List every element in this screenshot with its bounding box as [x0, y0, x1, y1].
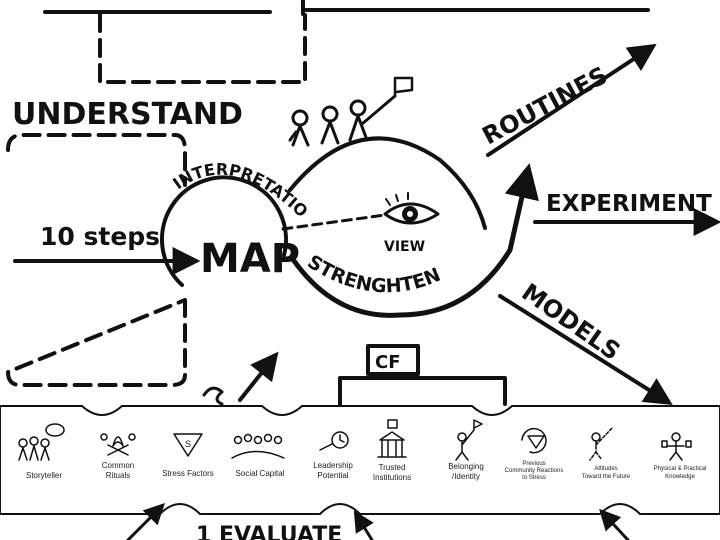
- routines-label: ROUTINES: [478, 61, 612, 150]
- partial-letter-s: [202, 386, 224, 406]
- cf-label: CF: [375, 352, 401, 373]
- evaluate-arrow-left: [126, 503, 165, 540]
- routines-arrow: [486, 43, 657, 157]
- leader-clock-icon: [319, 431, 349, 451]
- common-rituals-label-1: Common: [102, 461, 134, 470]
- map-circle: [160, 175, 288, 287]
- strip-labels: Storyteller Common Rituals Stress Factor…: [26, 461, 706, 482]
- storyteller-label: Storyteller: [26, 471, 62, 480]
- physical-label-2: Knowledge: [665, 474, 695, 480]
- lower-arc: [289, 163, 539, 318]
- belonging-label-1: Belonging: [448, 462, 484, 471]
- trusted-label-1: Trusted: [379, 463, 406, 472]
- top-frame: [43, 0, 650, 84]
- physical-label-1: Physical & Practical: [654, 466, 707, 472]
- cycle-icon: [521, 427, 547, 454]
- attitudes-label-2: Toward the Future: [582, 474, 631, 480]
- trusted-label-2: Institutions: [373, 473, 411, 482]
- evaluate-label: 1 EVALUATE: [196, 523, 342, 540]
- leadership-label-2: Potential: [317, 471, 348, 480]
- building-icon: [377, 419, 407, 458]
- cf-box: [338, 344, 507, 406]
- person-arrow-icon: [589, 427, 613, 461]
- ten-steps-label: 10 steps: [40, 222, 160, 251]
- person-tools-icon: [661, 432, 692, 461]
- attitudes-label-1: Attitudes: [594, 466, 617, 472]
- campfire-icon: [100, 433, 136, 456]
- evaluate-arrow-middle: [353, 510, 374, 540]
- person-flag-icon: [455, 419, 483, 461]
- common-rituals-label-2: Rituals: [106, 471, 130, 480]
- view-label: VIEW: [384, 239, 425, 255]
- models-label: MODELS: [517, 278, 626, 366]
- upward-arrow: [238, 351, 279, 402]
- models-arrow: [498, 294, 673, 405]
- svg-text:S: S: [185, 439, 191, 449]
- experiment-label: EXPERIMENT: [546, 191, 712, 217]
- storyteller-icon: [18, 423, 65, 461]
- previous-label-1: Previous: [522, 461, 545, 467]
- leadership-label-1: Leadership: [313, 461, 353, 470]
- eye-icon: [383, 192, 440, 225]
- map-label: MAP: [200, 236, 300, 282]
- view-dashed-line: [281, 213, 387, 231]
- evaluate-arrow-right: [599, 508, 630, 540]
- evaluation-strip: [0, 405, 720, 515]
- social-capital-label: Social Capital: [236, 469, 285, 478]
- understand-label: UNDERSTAND: [12, 97, 243, 132]
- stress-triangle-icon: S: [173, 433, 203, 457]
- previous-label-2: Community Reactions: [505, 468, 564, 474]
- crowd-icon: [231, 433, 285, 459]
- people-group-icon: [288, 76, 414, 147]
- belonging-label-2: /Identity: [452, 472, 480, 481]
- upper-arc: [288, 136, 487, 230]
- stress-factors-label: Stress Factors: [162, 469, 214, 478]
- previous-label-3: to Stress: [522, 475, 546, 481]
- understand-box: [6, 133, 187, 387]
